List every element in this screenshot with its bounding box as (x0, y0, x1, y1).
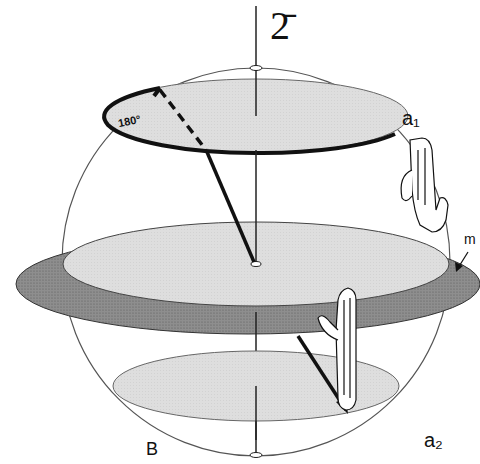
axis-symbol: 2̄ (270, 4, 290, 48)
mirror-label: m (464, 232, 476, 246)
motif-label: a₂ (424, 430, 443, 450)
motif-label: a₁ (402, 108, 420, 128)
figure-label: B (146, 440, 158, 458)
